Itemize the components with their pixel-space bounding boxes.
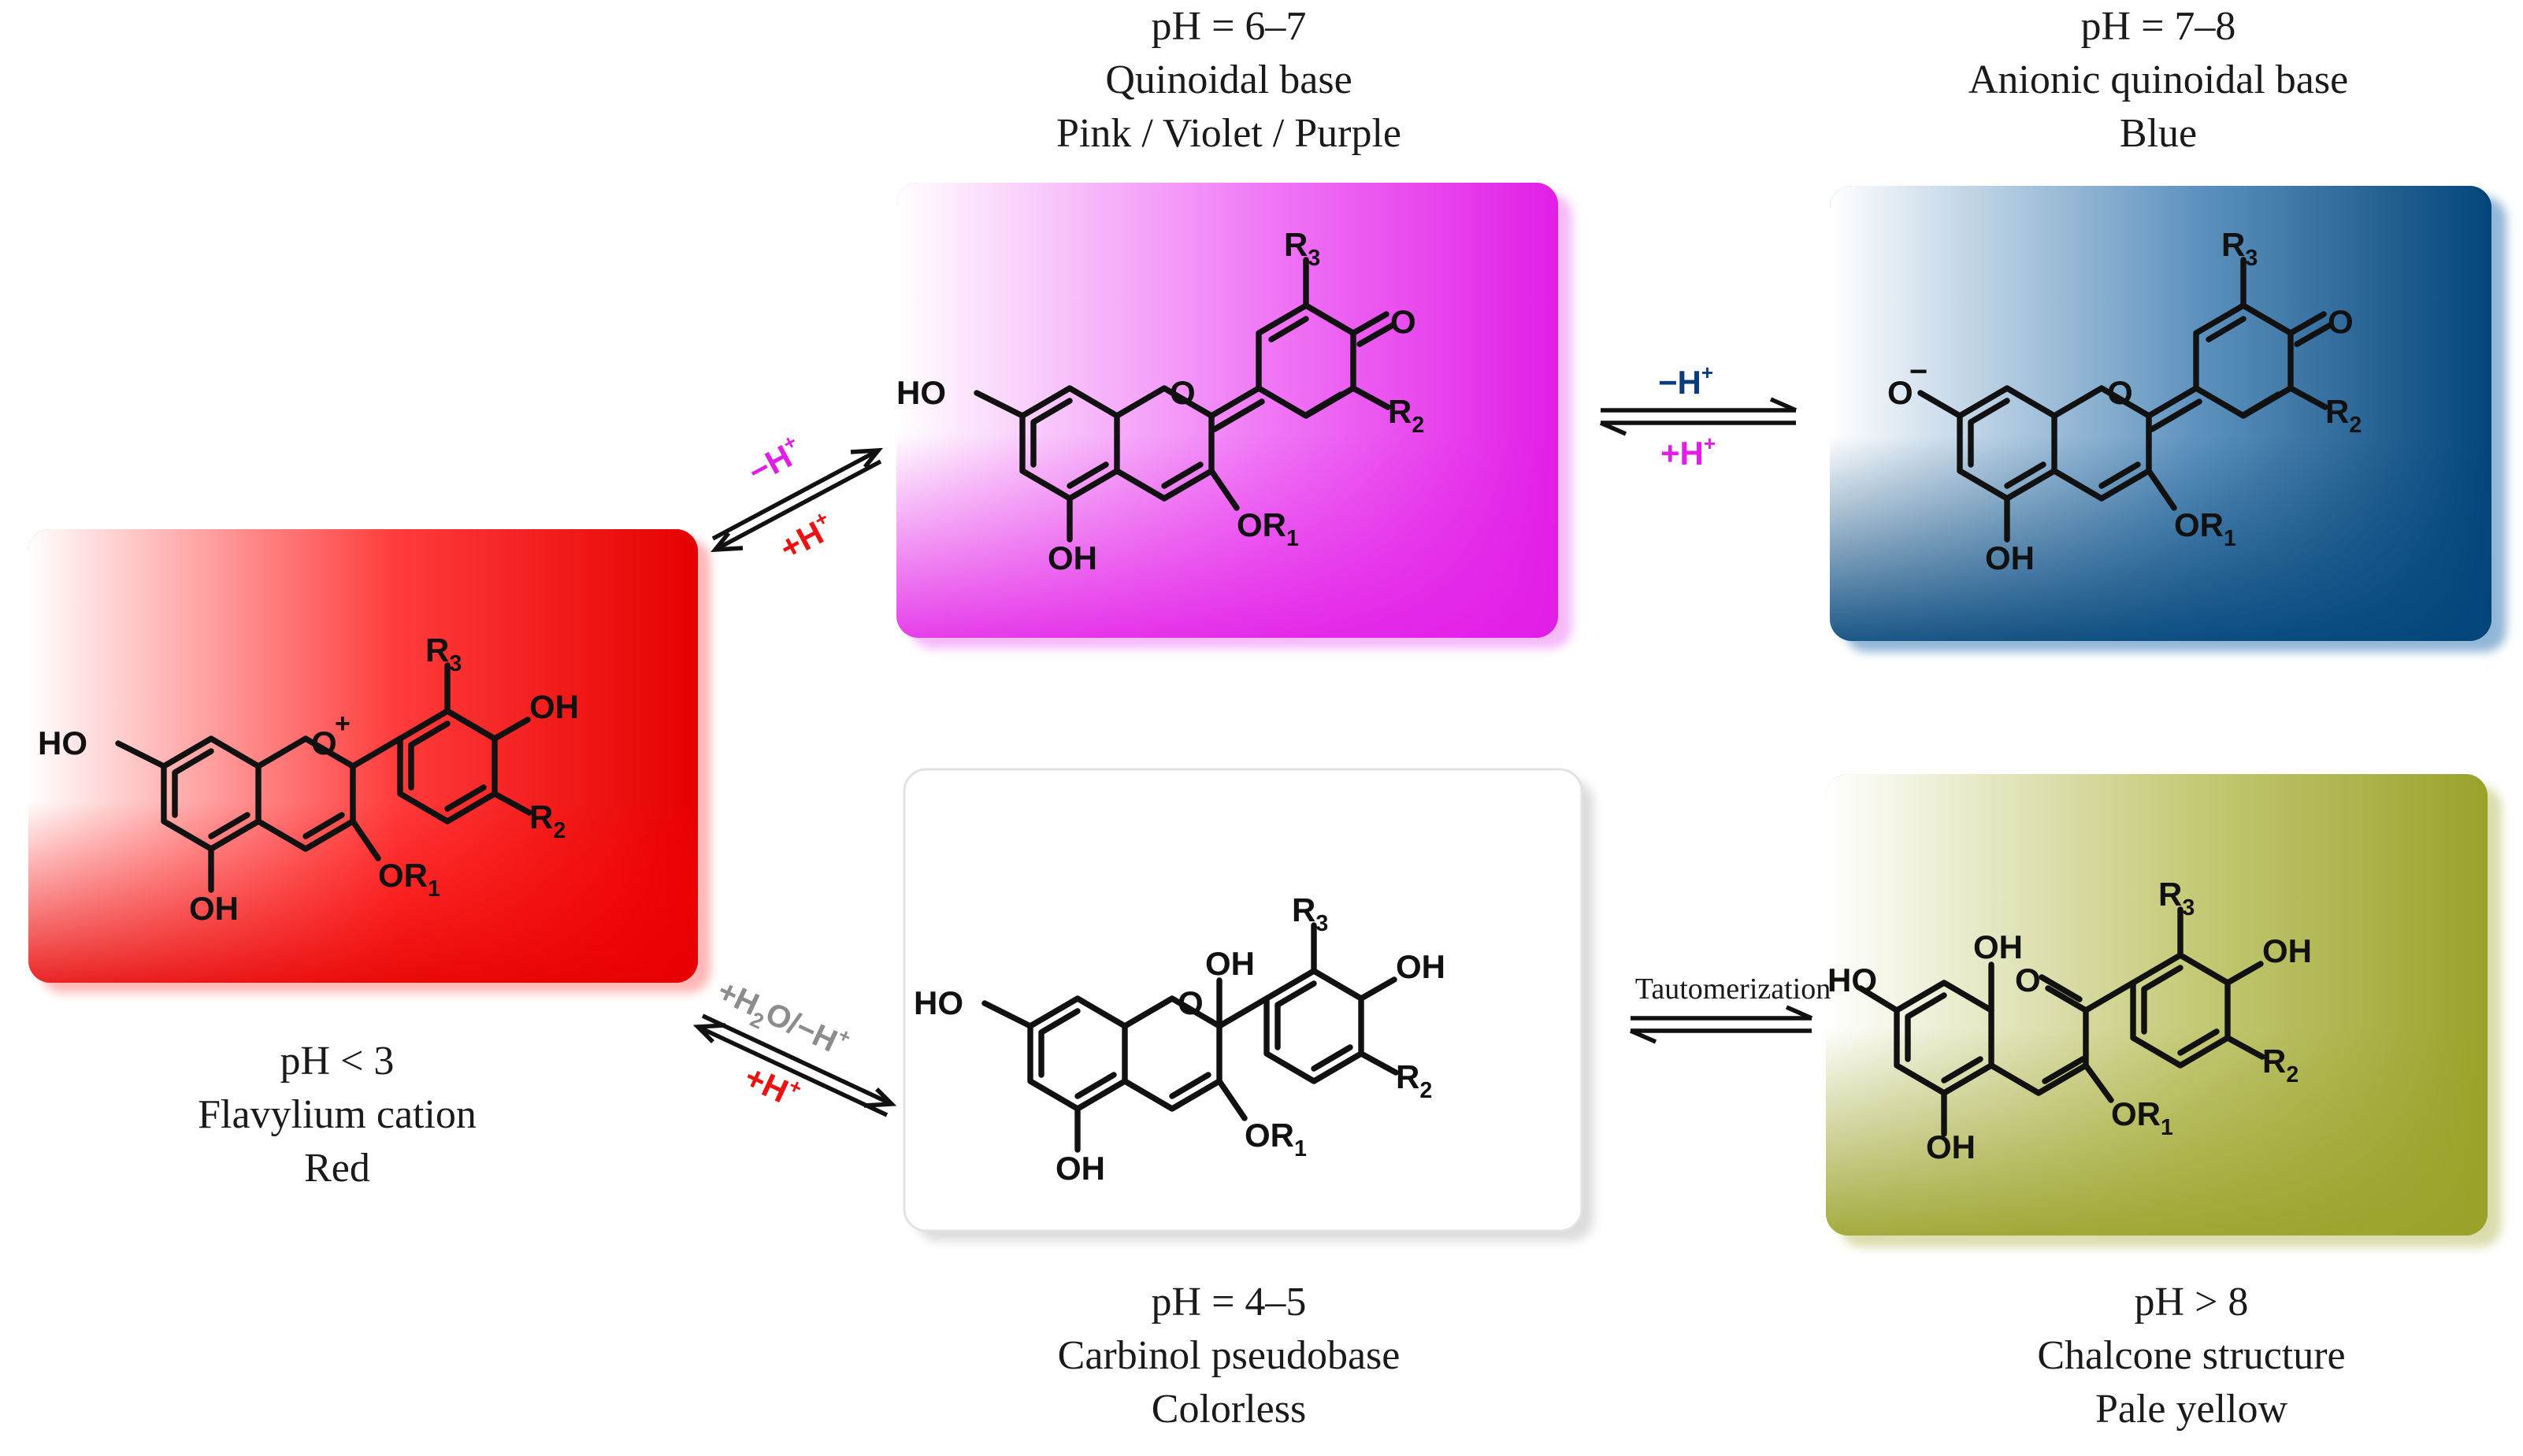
svg-text:O: O (1390, 303, 1416, 340)
quinoidal-box (896, 183, 1572, 649)
label-minus-h-quin: −H+ (740, 429, 808, 491)
svg-text:R2: R2 (1388, 393, 1424, 438)
flavylium-box (28, 529, 711, 993)
anionic-ph: pH = 7–8 (2081, 4, 2236, 49)
label-tautomerization: Tautomerization (1635, 973, 1831, 1006)
svg-text:R3: R3 (2221, 226, 2258, 271)
svg-text:OH: OH (1926, 1128, 1976, 1165)
svg-text:R3: R3 (1292, 891, 1328, 936)
quinoidal-name: Quinoidal base (1105, 57, 1352, 102)
anionic-color: Blue (2120, 111, 2197, 156)
arrow-flav-carb (692, 1013, 897, 1117)
flavylium-structure: HO O + R3 OH R2 OR1 OH (38, 632, 579, 927)
svg-text:−H+: −H+ (740, 429, 808, 491)
arrow-quin-anion (1599, 397, 1798, 436)
label-plus-h-anion: +H+ (1660, 432, 1716, 472)
carbinol-box (903, 768, 1594, 1241)
svg-text:HO: HO (896, 374, 946, 411)
label-hydration: +H2O/−H+ (709, 971, 854, 1070)
carbinol-color: Colorless (1152, 1387, 1306, 1432)
svg-text:R2: R2 (2325, 393, 2362, 438)
svg-text:HO: HO (914, 984, 963, 1021)
svg-text:R3: R3 (425, 632, 462, 676)
svg-text:HO: HO (1827, 961, 1877, 998)
svg-text:−: − (1909, 354, 1927, 389)
chalcone-name: Chalcone structure (2037, 1333, 2345, 1378)
svg-text:OH: OH (2262, 932, 2312, 969)
svg-text:O: O (2107, 374, 2133, 411)
svg-text:+H2O/−H+: +H2O/−H+ (709, 971, 854, 1070)
quinoidal-structure: HO O R3 O R2 OR1 OH (896, 226, 1424, 576)
svg-text:R3: R3 (2158, 876, 2195, 921)
anionic-structure: O − O R3 O R2 OR1 OH (1887, 226, 2362, 576)
label-minus-h-anion: −H+ (1658, 361, 1713, 401)
flavylium-name: Flavylium cation (198, 1092, 477, 1137)
svg-text:+: + (335, 709, 351, 739)
svg-text:R2: R2 (529, 798, 566, 843)
svg-text:HO: HO (38, 724, 87, 761)
svg-text:R3: R3 (1284, 226, 1320, 271)
svg-text:OH: OH (1396, 948, 1445, 985)
chalcone-color: Pale yellow (2095, 1387, 2288, 1432)
chalcone-structure: HO OH OH O OR1 R3 OH R2 (1827, 876, 2312, 1165)
svg-text:R2: R2 (2262, 1043, 2299, 1087)
flavylium-color: Red (304, 1146, 370, 1191)
label-plus-h-carb: +H+ (739, 1055, 806, 1115)
chalcone-ph: pH > 8 (2135, 1280, 2249, 1324)
quinoidal-ph: pH = 6–7 (1152, 4, 1307, 49)
carbinol-structure: HO O OH R3 OH R2 OR1 OH (914, 891, 1445, 1187)
svg-text:O: O (311, 724, 337, 761)
svg-text:R2: R2 (1396, 1058, 1432, 1103)
svg-text:OH: OH (1973, 928, 2023, 965)
flavylium-ph: pH < 3 (280, 1039, 395, 1084)
arrow-flav-quin (710, 447, 884, 553)
svg-text:O: O (1887, 374, 1913, 411)
carbinol-ph: pH = 4–5 (1152, 1280, 1307, 1324)
svg-text:OR1: OR1 (2111, 1095, 2173, 1140)
quinoidal-color: Pink / Violet / Purple (1056, 111, 1401, 156)
arrow-carb-chal (1629, 1005, 1813, 1044)
svg-text:OR1: OR1 (2174, 506, 2236, 551)
chalcone-box (1826, 774, 2502, 1247)
svg-text:O: O (2328, 303, 2354, 340)
svg-text:OR1: OR1 (1245, 1117, 1307, 1161)
svg-text:OH: OH (189, 890, 239, 927)
svg-text:OH: OH (1205, 945, 1255, 982)
svg-text:OH: OH (1985, 539, 2035, 576)
svg-text:OH: OH (1056, 1150, 1105, 1187)
carbinol-name: Carbinol pseudobase (1058, 1333, 1401, 1378)
svg-text:O: O (2015, 961, 2041, 998)
anionic-box (1830, 186, 2506, 652)
anionic-name: Anionic quinoidal base (1968, 57, 2348, 102)
svg-text:OH: OH (529, 688, 579, 725)
svg-text:O: O (1170, 374, 1196, 411)
svg-text:OH: OH (1048, 539, 1097, 576)
svg-text:+H+: +H+ (739, 1055, 806, 1115)
svg-text:OR1: OR1 (378, 857, 440, 902)
svg-text:OR1: OR1 (1237, 506, 1299, 551)
svg-text:O: O (1178, 984, 1204, 1021)
